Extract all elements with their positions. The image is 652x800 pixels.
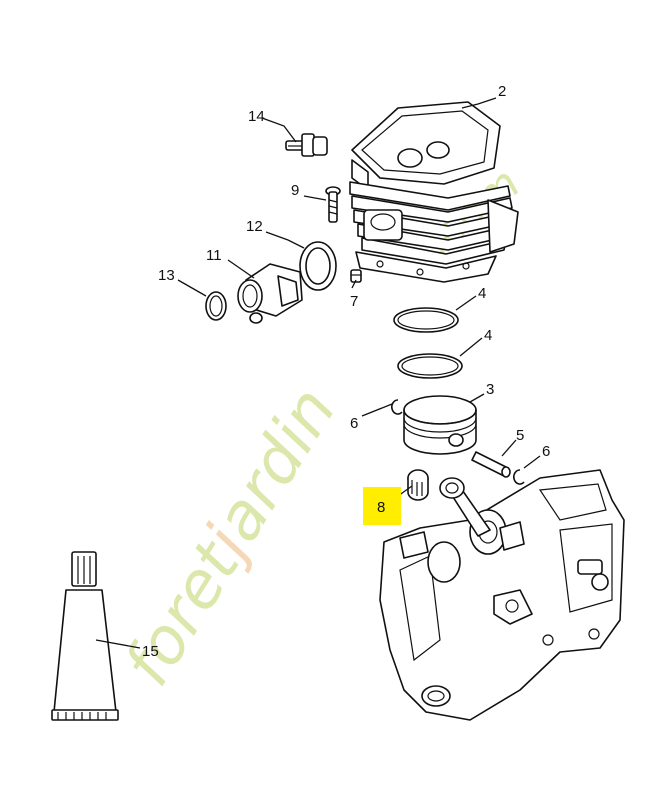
callout-6-left[interactable]: 6 [350,415,358,432]
callout-8[interactable]: 8 [377,499,385,516]
screw-part-9[interactable] [325,186,341,223]
callout-4-upper[interactable]: 4 [478,285,486,302]
callout-5[interactable]: 5 [516,427,524,444]
circlip-right-part-6[interactable] [513,469,525,485]
decompression-valve-part-14[interactable] [285,133,328,157]
leader-lines [95,97,541,649]
intake-ring-part-12[interactable] [299,241,337,291]
plug-part-7[interactable] [350,269,362,283]
cylinder-part-2[interactable] [349,101,519,283]
grease-tube-part-15[interactable] [51,551,119,721]
callout-14[interactable]: 14 [248,108,265,125]
highlight-box-part-8 [363,487,401,525]
callout-4-lower[interactable]: 4 [484,327,492,344]
callout-13[interactable]: 13 [158,267,175,284]
callout-2[interactable]: 2 [498,83,506,100]
clamp-ring-part-13[interactable] [205,291,227,321]
piston-ring-upper-part-4[interactable] [393,307,459,333]
callout-15[interactable]: 15 [142,643,159,660]
circlip-left-part-6[interactable] [391,399,403,415]
piston-pin-part-5[interactable] [471,451,511,478]
callout-9[interactable]: 9 [291,182,299,199]
callout-labels: 2 14 9 12 11 13 7 4 4 3 6 5 6 8 15 [142,83,550,660]
callout-11[interactable]: 11 [206,247,222,264]
intake-manifold-part-11[interactable] [237,263,303,324]
piston-ring-lower-part-4[interactable] [397,353,463,379]
callout-6-right[interactable]: 6 [542,443,550,460]
callout-7[interactable]: 7 [350,293,358,310]
callout-3[interactable]: 3 [486,381,494,398]
piston-part-3[interactable] [403,395,477,455]
needle-cage-part-8[interactable] [407,469,429,501]
crankcase-assembly [379,469,625,721]
callout-12[interactable]: 12 [246,218,263,235]
